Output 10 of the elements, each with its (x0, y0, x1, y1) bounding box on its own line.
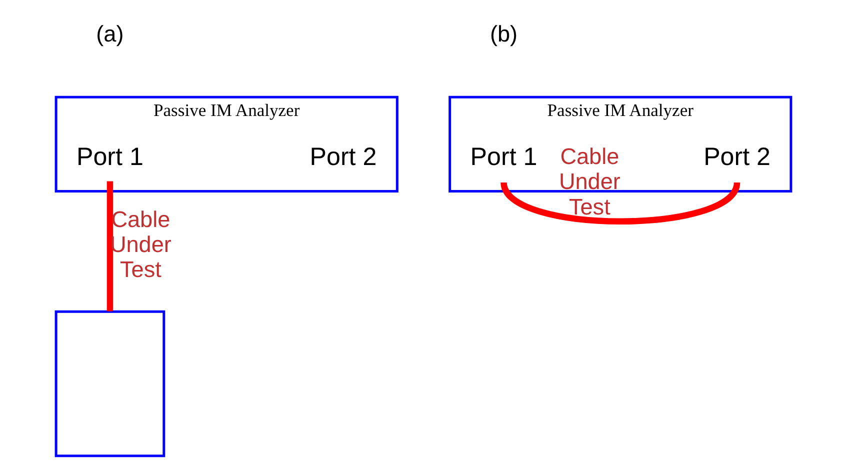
connector (106, 181, 113, 312)
label: (b) (489, 21, 518, 46)
node-text: Port 2 (309, 142, 376, 171)
edge-label: Cable Under Test (558, 144, 620, 220)
connector (500, 181, 740, 224)
node-text: Port 2 (703, 142, 770, 171)
node-box (54, 310, 165, 458)
label: (a) (96, 21, 124, 46)
node-text: Port 1 (470, 142, 537, 171)
node-text: Port 1 (76, 142, 143, 171)
